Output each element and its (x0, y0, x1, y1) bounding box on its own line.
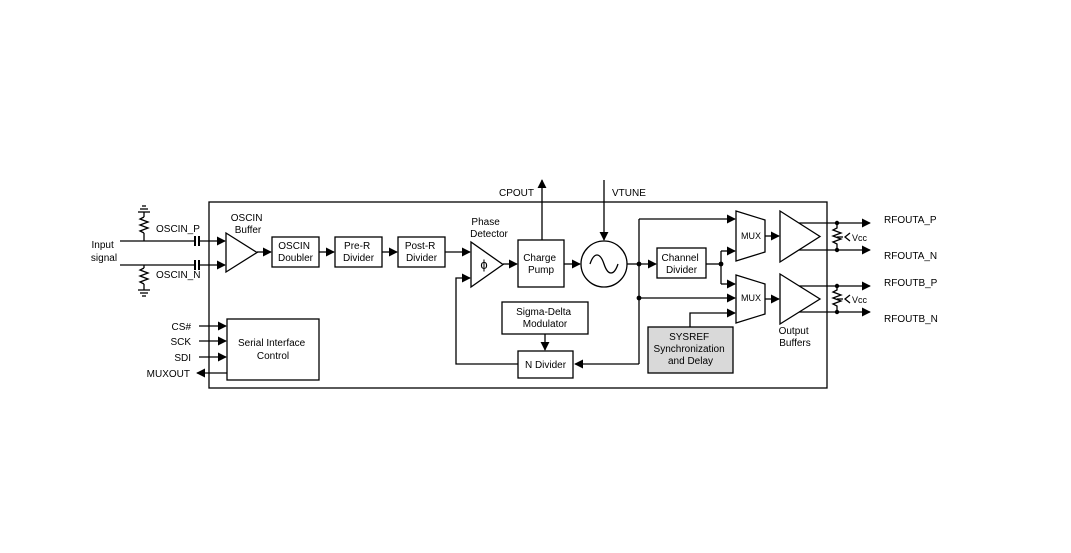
mux-a (735, 210, 766, 262)
charge-pump-label: Charge Pump (523, 253, 559, 276)
input-signal-label: Input signal (91, 240, 117, 264)
oscin-buffer-label: OSCIN Buffer (231, 213, 265, 236)
muxout-label[interactable]: MUXOUT (147, 369, 190, 380)
oscin-n-label[interactable]: OSCIN_N (156, 270, 200, 281)
input-network (120, 205, 226, 297)
mux-a-label: MUX (741, 231, 761, 241)
sysref-label: SYSREF Synchronization and Delay (654, 332, 728, 367)
n-divider-label: N Divider (525, 360, 567, 371)
mux-b-label: MUX (741, 293, 761, 303)
post-r-divider-label: Post-R Divider (405, 241, 438, 264)
rfouta-p-label[interactable]: RFOUTA_P (884, 215, 937, 226)
sigma-delta-block (501, 301, 589, 335)
oscin-doubler-block (271, 236, 320, 268)
rfoutb-p-label[interactable]: RFOUTB_P (884, 278, 938, 289)
sigma-delta-label: Sigma-Delta Modulator (516, 307, 574, 330)
oscin-buffer (225, 231, 259, 274)
channel-divider-block (656, 247, 707, 279)
output-buffer-a (779, 209, 822, 264)
sdi-label[interactable]: SDI (174, 353, 191, 364)
phase-detector (470, 240, 505, 289)
oscin-p-label[interactable]: OSCIN_P (156, 224, 200, 235)
rfouta-n-label[interactable]: RFOUTA_N (884, 251, 937, 262)
pre-r-divider-block (334, 236, 383, 268)
output-buffers-label: Output Buffers (779, 326, 812, 349)
pre-r-divider-label: Pre-R Divider (343, 241, 375, 264)
sck-label[interactable]: SCK (170, 337, 191, 348)
vcc-b-label: Vcc (852, 295, 868, 305)
channel-divider-label: Channel Divider (661, 253, 701, 276)
mux-b (735, 274, 766, 324)
sine-wave-icon (589, 254, 619, 274)
vcc-a-label: Vcc (852, 233, 868, 243)
vtune-label[interactable]: VTUNE (612, 188, 646, 199)
rfoutb-n-label[interactable]: RFOUTB_N (884, 314, 938, 325)
serial-interface-block (226, 318, 320, 381)
phase-detector-symbol: ϕ (480, 257, 487, 272)
n-divider-block (517, 350, 574, 379)
phase-detector-label: Phase Detector (470, 217, 508, 240)
sysref-block (647, 326, 734, 374)
cs-label[interactable]: CS# (172, 322, 192, 333)
serial-interface-label: Serial Interface Control (238, 338, 308, 362)
post-r-divider-block (397, 236, 446, 268)
cpout-label[interactable]: CPOUT (499, 188, 534, 199)
oscin-doubler-label: OSCIN Doubler (278, 241, 314, 264)
